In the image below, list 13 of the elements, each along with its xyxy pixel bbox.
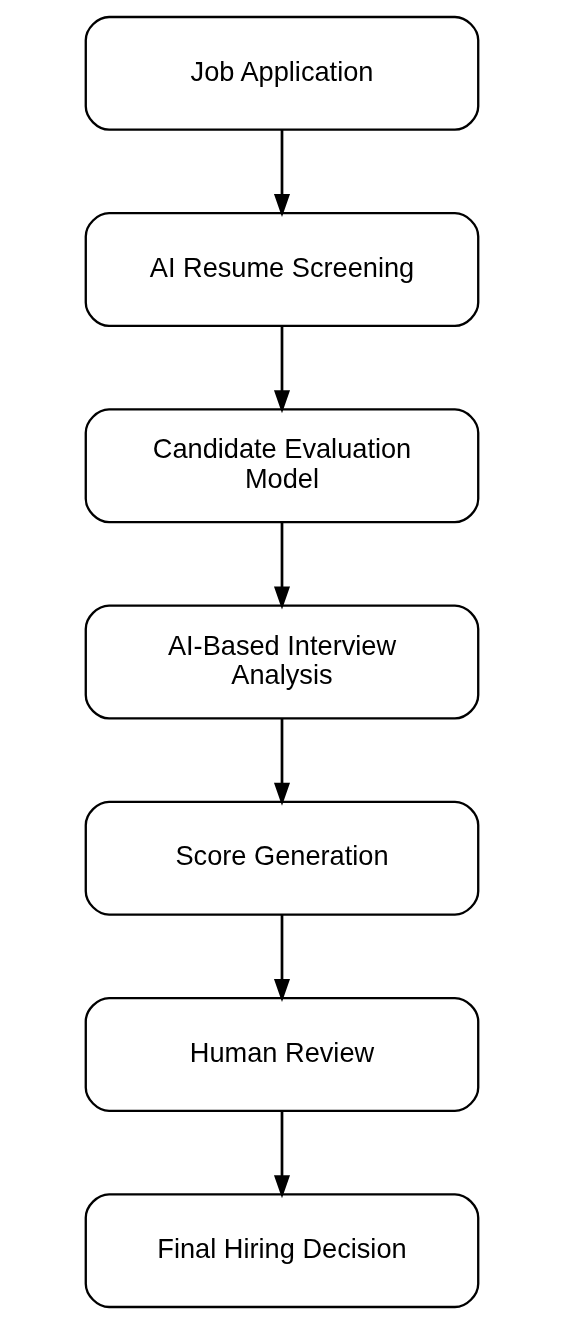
node-box: Final Hiring Decision [84, 1193, 480, 1309]
node-box: Score Generation [84, 800, 480, 916]
node-box: Candidate Evaluation Model [84, 408, 480, 524]
node-box: AI-Based Interview Analysis [84, 604, 480, 720]
node-box: Human Review [84, 996, 480, 1112]
arrow [273, 1111, 291, 1199]
node-box: AI Resume Screening [84, 212, 480, 328]
arrow [273, 129, 291, 217]
arrow [273, 914, 291, 1002]
arrow [273, 718, 291, 806]
arrow [273, 326, 291, 414]
arrow [273, 522, 291, 610]
node-box: Job Application [84, 15, 480, 131]
